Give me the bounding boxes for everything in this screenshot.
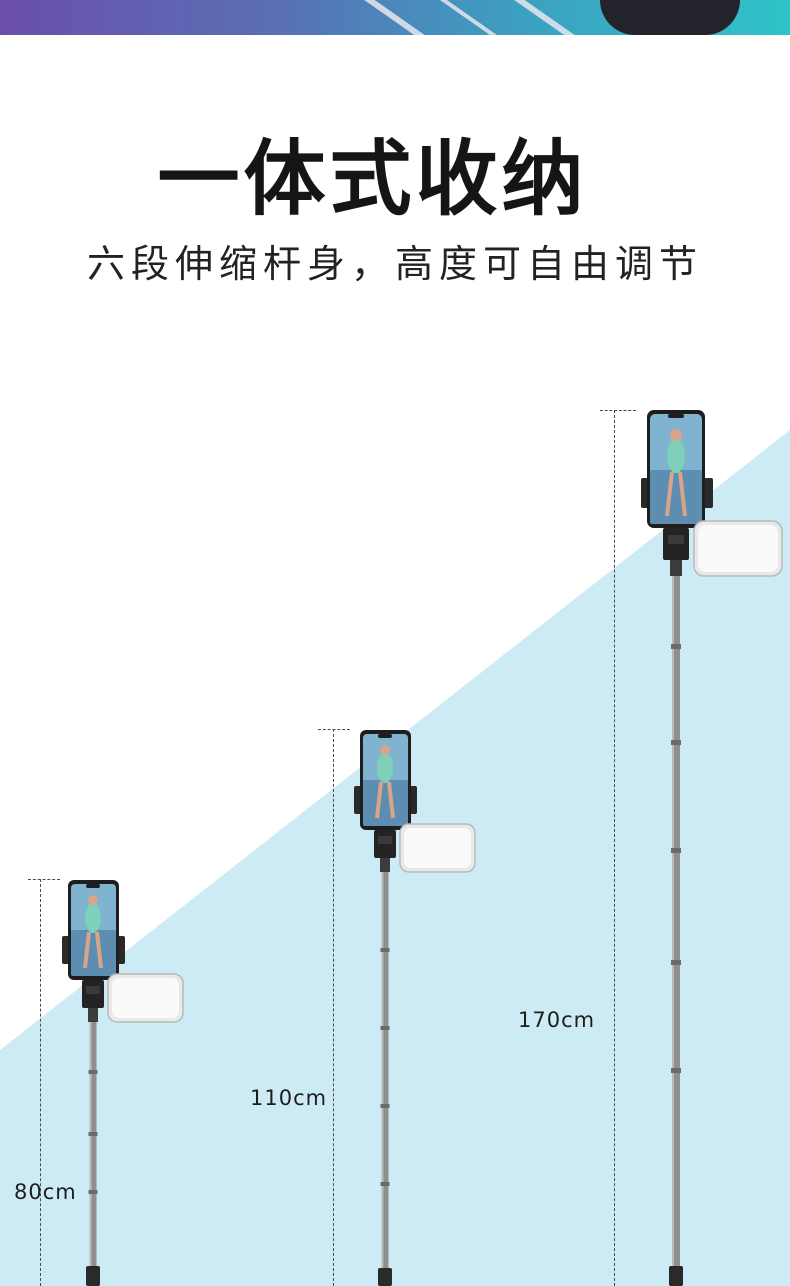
page-title: 一体式收纳: [157, 132, 588, 227]
person-figure-icon: [85, 903, 101, 933]
tripod-base: [669, 1266, 683, 1286]
height-marker-top: [600, 410, 636, 411]
height-marker-top: [28, 879, 60, 880]
person-figure-icon: [667, 439, 685, 473]
height-label-170: 170cm: [518, 1008, 596, 1032]
height-marker-line: [614, 410, 615, 1286]
pole-segment: [672, 576, 680, 1266]
top-banner: [0, 0, 790, 35]
pole-segment: [381, 872, 389, 1268]
selfie-stick-110cm: [354, 730, 476, 1286]
height-label-80: 80cm: [14, 1180, 77, 1204]
height-marker-top: [318, 729, 350, 730]
tripod-base: [86, 1266, 100, 1286]
selfie-stick-80cm: [62, 880, 184, 1286]
tripod-base: [378, 1268, 392, 1286]
clamp-arm-icon: [704, 478, 713, 508]
selfie-stick-170cm: [641, 410, 783, 1286]
height-label-110: 110cm: [250, 1086, 328, 1110]
person-figure-icon: [377, 753, 393, 783]
banner-device-silhouette: [600, 0, 740, 35]
pole-segment: [89, 1022, 97, 1266]
page-subtitle: 六段伸缩杆身，高度可自由调节: [86, 242, 703, 286]
height-marker-line: [40, 879, 41, 1286]
light-blue-wedge: [0, 430, 790, 1286]
height-marker-line: [333, 729, 334, 1286]
